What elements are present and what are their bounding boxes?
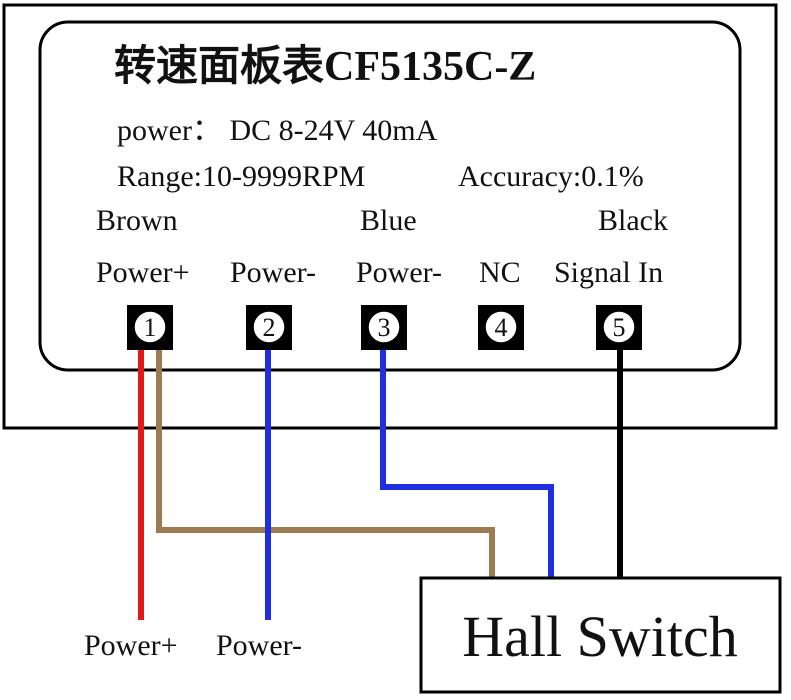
device-housing xyxy=(2,3,778,430)
pin-1-terminal: 1 xyxy=(127,305,173,350)
hall-switch-label: Hall Switch xyxy=(462,604,737,669)
pin-3-label: Power- xyxy=(356,256,442,289)
pin-1-number: 1 xyxy=(144,313,157,342)
pin-4-number: 4 xyxy=(495,313,508,342)
blue-wire-hall xyxy=(380,345,554,578)
accuracy-spec: Accuracy:0.1% xyxy=(458,160,644,193)
pin-5-label: Signal In xyxy=(554,256,663,289)
blue-wire-label: Blue xyxy=(360,204,417,237)
black-wire-label: Black xyxy=(598,204,668,237)
pin-1-label: Power+ xyxy=(96,256,190,289)
pin-4-label: NC xyxy=(479,256,521,289)
brown-wire-label: Brown xyxy=(96,204,178,237)
pin-3-number: 3 xyxy=(378,313,391,342)
pin-2-terminal: 2 xyxy=(246,305,292,350)
pin-2-label: Power- xyxy=(230,256,316,289)
panel-face xyxy=(38,20,742,372)
brown-wire xyxy=(156,345,495,578)
pin-2-number: 2 xyxy=(263,313,276,342)
power-spec: power： DC 8-24V 40mA xyxy=(117,114,438,147)
pin-5-number: 5 xyxy=(613,313,626,342)
external-power-minus-label: Power- xyxy=(216,629,302,662)
pin-5-terminal: 5 xyxy=(596,305,642,350)
hall-switch-box xyxy=(419,576,782,694)
panel-title: 转速面板表CF5135C-Z xyxy=(114,43,536,90)
pin-4-terminal: 4 xyxy=(478,305,524,350)
range-spec: Range:10-9999RPM xyxy=(117,160,365,193)
pin-3-terminal: 3 xyxy=(361,305,407,350)
external-power-plus-label: Power+ xyxy=(84,629,178,662)
